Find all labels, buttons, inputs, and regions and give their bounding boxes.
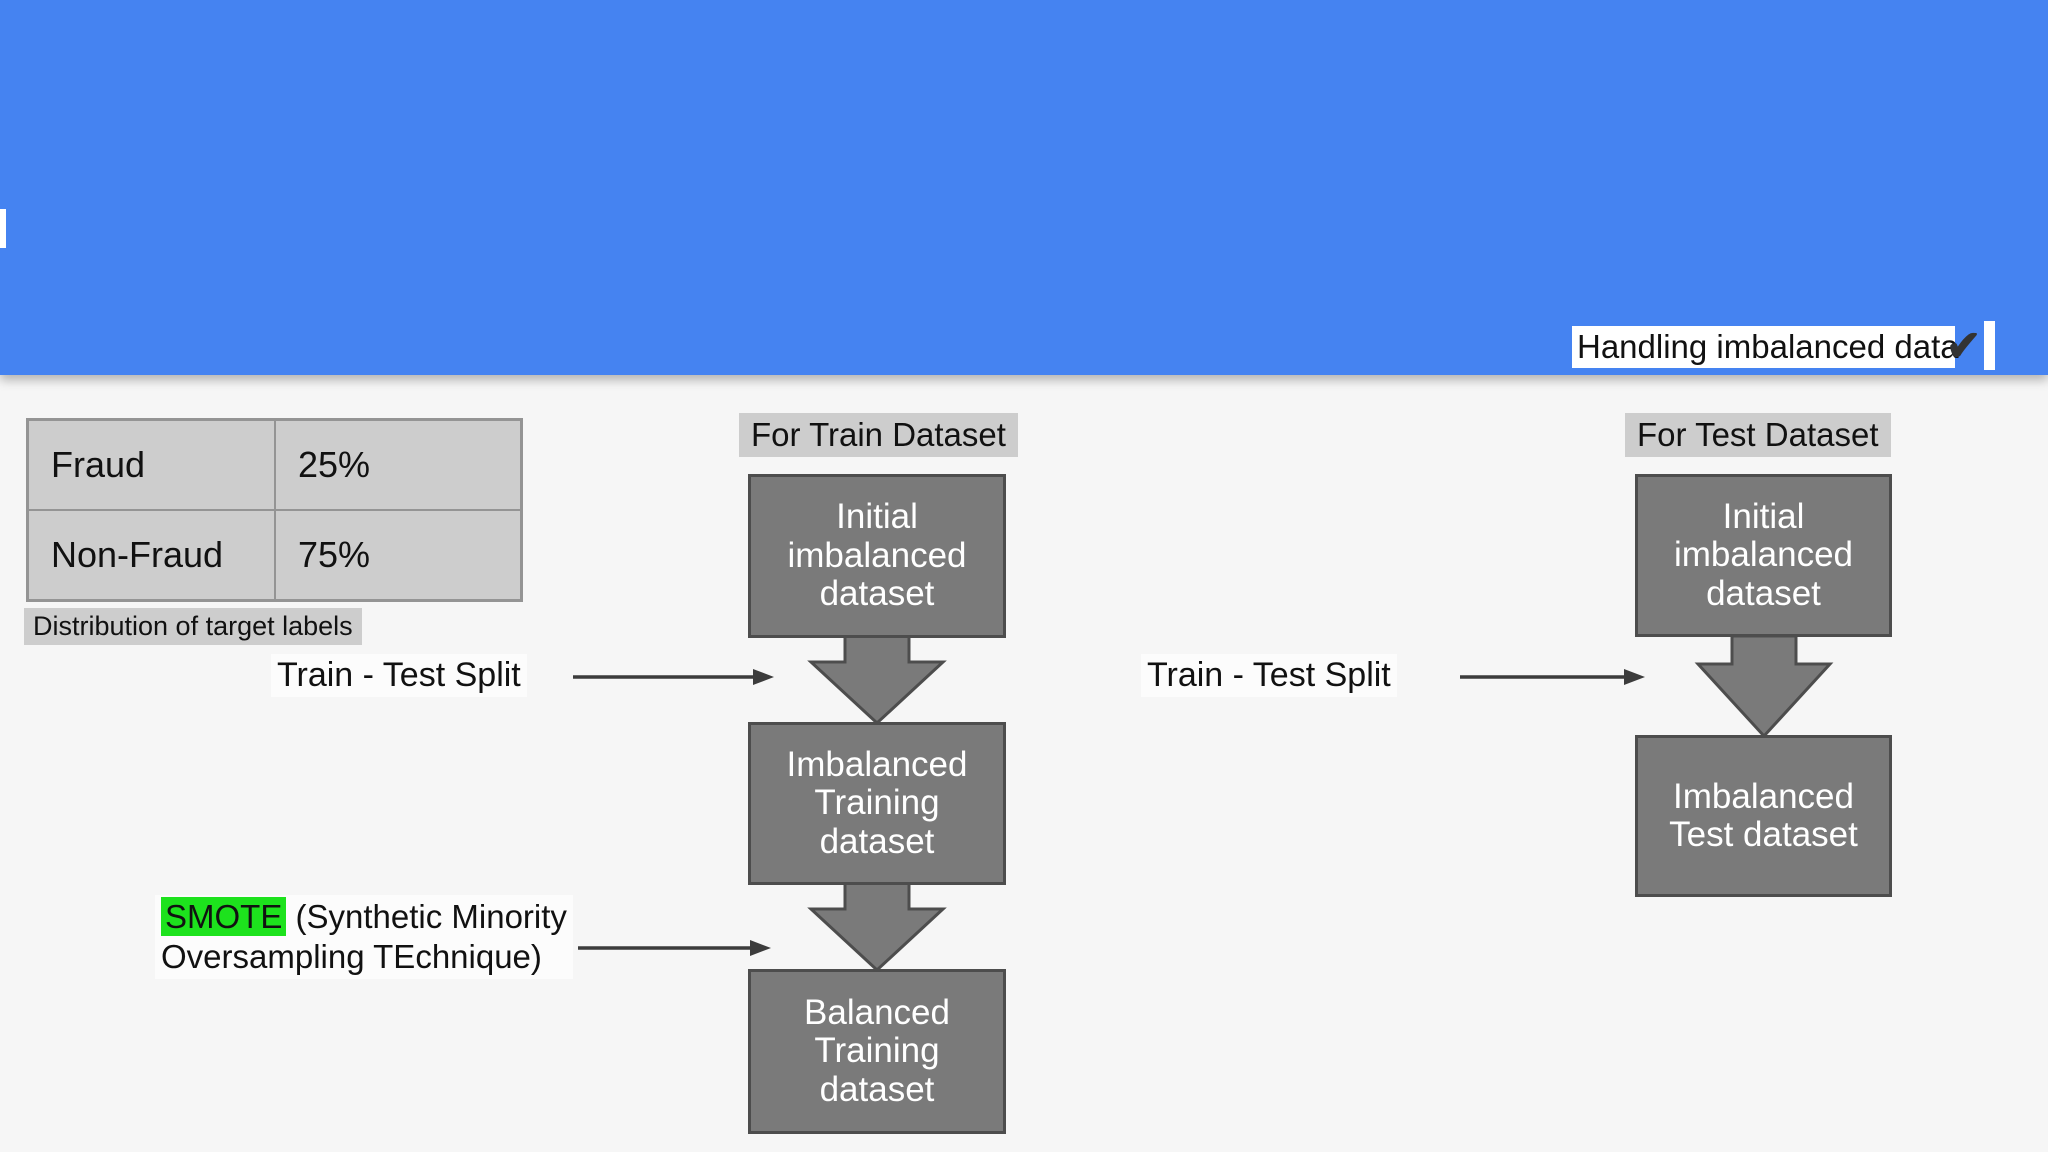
smote-term-highlight: SMOTE: [161, 897, 287, 936]
slide-title-text: Handling imbalanced data: [1577, 328, 1959, 365]
train-flow-box-balanced[interactable]: Balanced Training dataset: [748, 969, 1006, 1134]
train-test-split-label[interactable]: Train - Test Split: [271, 654, 527, 697]
flow-box-label: Imbalanced Test dataset: [1669, 776, 1858, 854]
train-test-split-label[interactable]: Train - Test Split: [1141, 654, 1397, 697]
smote-annotation[interactable]: SMOTE (Synthetic Minority Oversampling T…: [155, 895, 573, 979]
train-flow-box-imbalanced[interactable]: Imbalanced Training dataset: [748, 722, 1006, 885]
checkmark-icon: ✔: [1946, 322, 1982, 369]
flow-box-label: Balanced Training dataset: [804, 992, 950, 1109]
smote-line1-rest: (Synthetic Minority: [286, 898, 567, 935]
arrow-right-icon[interactable]: [577, 936, 771, 960]
train-flow-box-initial[interactable]: Initial imbalanced dataset: [748, 474, 1006, 638]
flow-box-label: Imbalanced Training dataset: [786, 744, 968, 861]
test-flow-box-imbalanced[interactable]: Imbalanced Test dataset: [1635, 735, 1892, 897]
flow-box-label: Initial imbalanced dataset: [1674, 496, 1853, 613]
down-block-arrow-icon[interactable]: [807, 881, 947, 972]
slide-title-textbox[interactable]: Handling imbalanced data: [1572, 326, 1959, 368]
flow-box-label: Initial imbalanced dataset: [787, 497, 967, 614]
arrow-right-icon[interactable]: [572, 665, 774, 689]
down-block-arrow-icon[interactable]: [1694, 634, 1834, 738]
smote-line2: Oversampling TEchnique): [161, 938, 542, 975]
table-cell-value: 25%: [275, 420, 521, 510]
left-edge-tick: [0, 209, 6, 248]
test-flow-title[interactable]: For Test Dataset: [1625, 413, 1891, 457]
distribution-table[interactable]: Fraud 25% Non-Fraud 75%: [26, 418, 523, 602]
header-bar[interactable]: [0, 0, 2048, 375]
down-block-arrow-icon[interactable]: [807, 634, 947, 725]
text-cursor: [1984, 321, 1995, 370]
test-flow-box-initial[interactable]: Initial imbalanced dataset: [1635, 474, 1892, 637]
table-caption[interactable]: Distribution of target labels: [24, 608, 362, 645]
table-cell-value: 75%: [275, 510, 521, 600]
table-cell-label: Fraud: [28, 420, 275, 510]
smote-line1: SMOTE (Synthetic Minority: [161, 897, 567, 937]
arrow-right-icon[interactable]: [1459, 665, 1645, 689]
table-cell-label: Non-Fraud: [28, 510, 275, 600]
train-flow-title[interactable]: For Train Dataset: [739, 413, 1018, 457]
